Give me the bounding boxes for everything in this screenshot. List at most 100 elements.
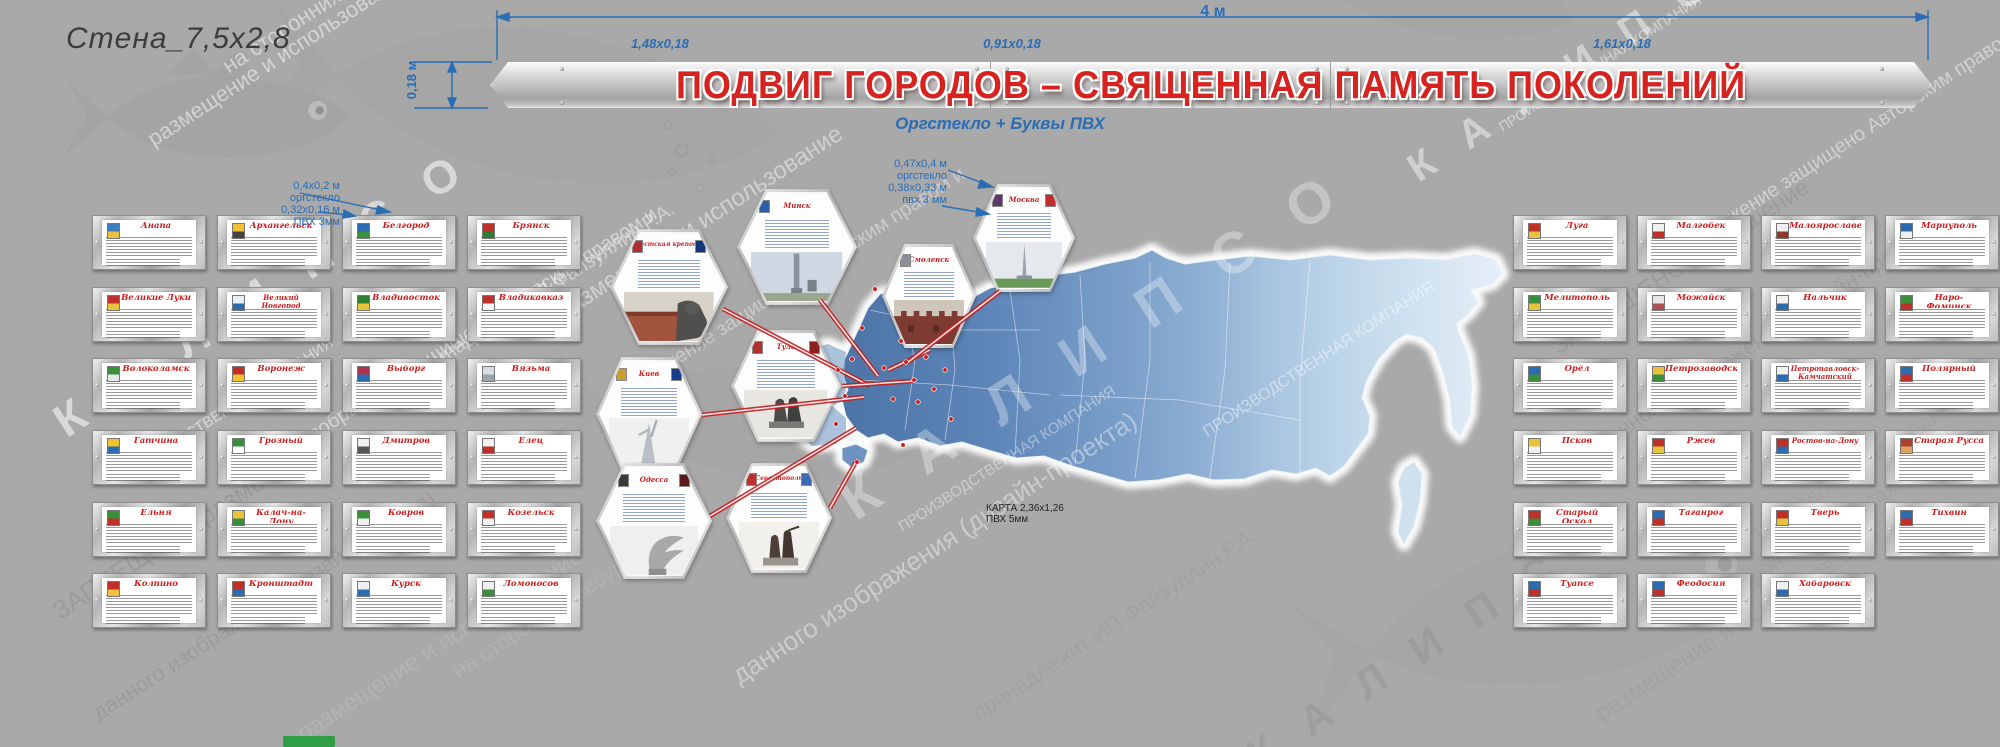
city-name: Ломоносов	[503, 580, 559, 589]
city-coat-of-arms-icon	[482, 223, 495, 239]
city-card[interactable]: Елец	[467, 430, 581, 485]
card-body-text	[356, 452, 442, 471]
city-coat-of-arms-icon	[357, 295, 370, 311]
city-card[interactable]: Ломоносов	[467, 573, 581, 628]
city-card[interactable]: Владикавказ	[467, 287, 581, 342]
hero-city-plaque[interactable]: Севастополь	[726, 462, 832, 574]
city-card[interactable]: Полярный	[1885, 358, 1999, 413]
city-card[interactable]: Луга	[1513, 215, 1627, 270]
card-body-text	[356, 309, 442, 328]
city-card[interactable]: Можайск	[1637, 287, 1751, 342]
city-card[interactable]: Старая Русса	[1885, 430, 1999, 485]
city-card[interactable]: Гатчина	[92, 430, 206, 485]
hero-city-plaque[interactable]: Тула	[731, 329, 841, 443]
card-footer-text	[1651, 474, 1725, 481]
city-card[interactable]: Курск	[342, 573, 456, 628]
city-card[interactable]: Калач-на-Дону	[217, 502, 331, 557]
city-card[interactable]: Ростов-на-Дону	[1761, 430, 1875, 485]
city-coat-of-arms-icon	[1528, 295, 1541, 311]
city-card[interactable]: Анапа	[92, 215, 206, 270]
city-card[interactable]: Петропавловск-Камчатский	[1761, 358, 1875, 413]
card-panel: Малоярославец	[1771, 220, 1865, 266]
city-card[interactable]: Архангельск	[217, 215, 331, 270]
city-card[interactable]: Ржев	[1637, 430, 1751, 485]
city-card[interactable]: Тверь	[1761, 502, 1875, 557]
card-body-text	[1775, 452, 1861, 471]
plaque-body-text	[756, 360, 816, 389]
card-panel: Ельня	[102, 507, 196, 553]
city-name: Мелитополь	[1544, 294, 1610, 303]
city-card[interactable]: Ковров	[342, 502, 456, 557]
segment-dimension-3: 1,61х0,18	[1593, 36, 1651, 51]
city-name: Брянск	[512, 222, 550, 231]
city-card[interactable]: Дмитров	[342, 430, 456, 485]
city-coat-of-arms-icon	[1900, 295, 1913, 311]
city-card[interactable]: Вязьма	[467, 358, 581, 413]
city-card[interactable]: Кронштадт	[217, 573, 331, 628]
card-footer-text	[356, 331, 430, 338]
hero-city-plaque[interactable]: Москва	[973, 183, 1075, 293]
city-card[interactable]: Выборг	[342, 358, 456, 413]
city-card[interactable]: Брянск	[467, 215, 581, 270]
city-coat-of-arms-icon	[1900, 510, 1913, 526]
city-name: Белгород	[382, 222, 430, 231]
hero-city-plaque[interactable]: Смоленск	[882, 243, 976, 349]
city-card[interactable]: Белгород	[342, 215, 456, 270]
city-card[interactable]: Мариуполь	[1885, 215, 1999, 270]
banner-seam	[990, 62, 991, 108]
hero-city-plaque[interactable]: Минск	[737, 188, 857, 306]
city-name: Туапсе	[1560, 580, 1594, 589]
screw-icon	[1516, 312, 1520, 316]
city-card[interactable]: Малгобек	[1637, 215, 1751, 270]
city-card[interactable]: Туапсе	[1513, 573, 1627, 628]
card-panel: Петропавловск-Камчатский	[1771, 363, 1865, 409]
city-card[interactable]: Псков	[1513, 430, 1627, 485]
screw-icon	[470, 598, 474, 602]
screw-icon	[1315, 67, 1319, 71]
card-footer-text	[356, 546, 430, 553]
city-card[interactable]: Грозный	[217, 430, 331, 485]
city-card[interactable]: Козельск	[467, 502, 581, 557]
screw-icon	[1640, 383, 1644, 387]
city-card[interactable]: Феодосия	[1637, 573, 1751, 628]
screw-icon	[560, 67, 564, 71]
city-card[interactable]: Тихвин	[1885, 502, 1999, 557]
city-card[interactable]: Великий Новгород	[217, 287, 331, 342]
city-card[interactable]: Хабаровск	[1761, 573, 1875, 628]
city-card[interactable]: Малоярославец	[1761, 215, 1875, 270]
city-card[interactable]: Колпино	[92, 573, 206, 628]
screw-icon	[1764, 240, 1768, 244]
city-card[interactable]: Воронеж	[217, 358, 331, 413]
city-card[interactable]: Нальчик	[1761, 287, 1875, 342]
card-body-text	[1651, 380, 1737, 399]
city-card[interactable]: Владивосток	[342, 287, 456, 342]
card-body-text	[106, 595, 192, 614]
city-card[interactable]: Петрозаводск	[1637, 358, 1751, 413]
city-card[interactable]: Таганрог	[1637, 502, 1751, 557]
card-footer-text	[231, 546, 305, 553]
card-footer-text	[1775, 331, 1849, 338]
screw-icon	[1880, 101, 1884, 105]
card-footer-text	[356, 617, 430, 624]
city-card[interactable]: Мелитополь	[1513, 287, 1627, 342]
city-name: Анапа	[140, 222, 172, 231]
screw-icon	[199, 598, 203, 602]
hero-city-plaque[interactable]: Киев	[596, 356, 702, 472]
city-card[interactable]: Орёл	[1513, 358, 1627, 413]
card-footer-text	[1527, 617, 1601, 624]
card-footer-text	[1899, 474, 1973, 481]
city-card[interactable]: Волоколамск	[92, 358, 206, 413]
screw-icon	[324, 455, 328, 459]
city-name: Тихвин	[1931, 509, 1967, 518]
hero-city-plaque[interactable]: Брестская крепость	[610, 228, 728, 346]
screw-icon	[560, 101, 564, 105]
city-card[interactable]: Великие Луки	[92, 287, 206, 342]
city-card[interactable]: Ельня	[92, 502, 206, 557]
hero-city-plaque[interactable]: Одесса	[596, 462, 712, 580]
city-card[interactable]: Старый Оскол	[1513, 502, 1627, 557]
card-panel: Курск	[352, 578, 446, 624]
card-body-text	[106, 237, 192, 256]
card-footer-text	[1527, 259, 1601, 266]
city-card[interactable]: Наро-Фоминск	[1885, 287, 1999, 342]
